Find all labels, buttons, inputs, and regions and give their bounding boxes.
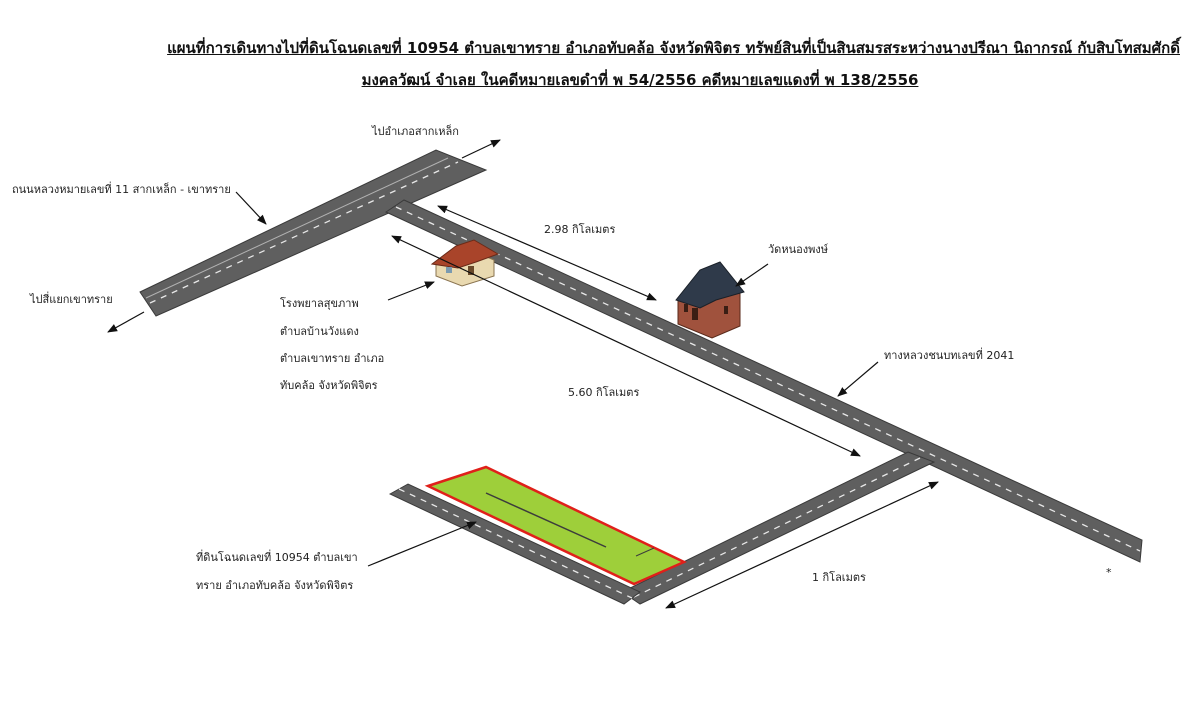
label-hospital-line-2: ตำบลบ้านวังแดง bbox=[280, 325, 359, 338]
arrow-to-sak-lek bbox=[461, 139, 501, 159]
map-title-line-2: มงคลวัฒน์ จำเลย ในคดีหมายเลขดำที่ พ 54/2… bbox=[361, 71, 919, 89]
arrow-highway-11 bbox=[235, 191, 267, 225]
label-distance-2-98-km: 2.98 กิโลเมตร bbox=[544, 223, 616, 236]
label-hospital-line-4: ทับคล้อ จังหวัดพิจิตร bbox=[280, 379, 378, 392]
arrow-temple bbox=[735, 263, 769, 287]
arrow-land bbox=[367, 521, 477, 567]
label-to-sak-lek: ไปอำเภอสากเหล็ก bbox=[372, 125, 459, 138]
temple-building bbox=[675, 261, 745, 339]
branch-road bbox=[620, 451, 936, 605]
label-temple: วัดหนองพงษ์ bbox=[768, 243, 828, 256]
map-title-line-1: แผนที่การเดินทางไปที่ดินโฉนดเลขที่ 10954… bbox=[167, 39, 1180, 57]
label-to-khao-sai-junction: ไปสี่แยกเขาทราย bbox=[30, 293, 113, 306]
land-access-road bbox=[388, 483, 641, 605]
highway-11-road bbox=[139, 149, 488, 317]
label-distance-1-km: 1 กิโลเมตร bbox=[812, 571, 866, 584]
label-hospital-line-1: โรงพยาลสุขภาพ bbox=[280, 297, 359, 310]
arrow-to-khao-sai-junction bbox=[107, 311, 145, 333]
arrow-highway-2041 bbox=[837, 361, 879, 397]
label-highway-11: ถนนหลวงหมายเลขที่ 11 สากเหล็ก - เขาทราย bbox=[12, 183, 231, 196]
label-distance-5-60-km: 5.60 กิโลเมตร bbox=[568, 386, 640, 399]
arrow-dist-1 bbox=[665, 481, 939, 609]
label-dot-marker: * bbox=[1106, 566, 1112, 579]
label-land-line-1: ที่ดินโฉนดเลขที่ 10954 ตำบลเขา bbox=[196, 551, 358, 564]
label-hospital-line-3: ตำบลเขาทราย อำเภอ bbox=[280, 352, 385, 365]
arrow-dist-560 bbox=[391, 235, 861, 457]
leader-arrows bbox=[107, 139, 939, 609]
label-highway-2041: ทางหลวงชนบทเลขที่ 2041 bbox=[884, 349, 1015, 362]
label-land-line-2: ทราย อำเภอทับคล้อ จังหวัดพิจิตร bbox=[196, 579, 354, 592]
arrow-hospital bbox=[387, 281, 435, 301]
